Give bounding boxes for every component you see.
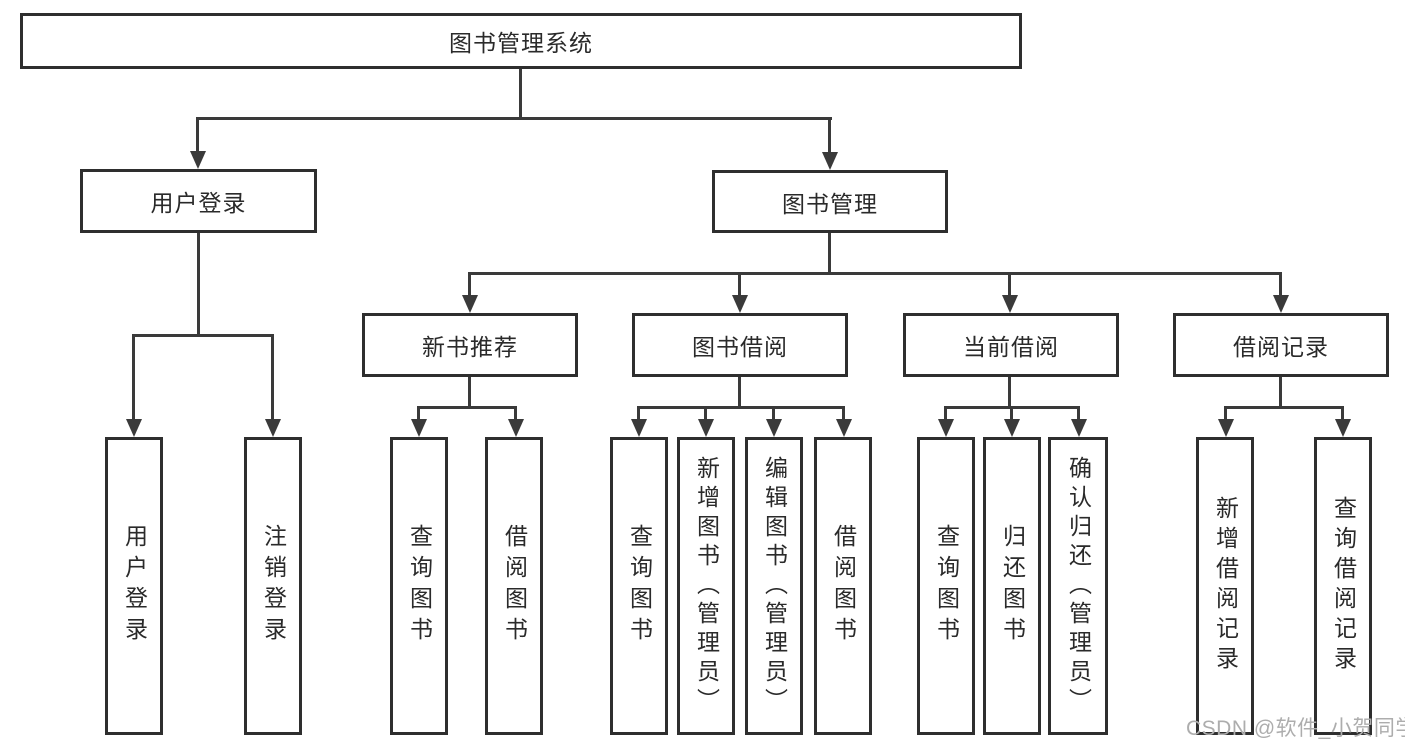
- connector-bb-borrow-stub: [842, 406, 845, 424]
- leaf-newbook-query-books: 查询图书: [390, 437, 448, 735]
- connector-userlogin-stub: [196, 117, 199, 155]
- arrow-down-bb-borrow: [836, 419, 852, 437]
- node-user-login-label: 用户登录: [150, 190, 247, 216]
- node-book-borrowing-label: 图书借阅: [692, 334, 788, 360]
- connector-newbook-hline: [417, 406, 517, 409]
- leaf-borrowing-add-books: 新增图书（管理员）: [677, 437, 735, 735]
- leaf-current-query-books: 查询图书: [917, 437, 975, 735]
- connector-root-vline: [519, 66, 522, 118]
- leaf-user-login-label: 用户登录: [121, 524, 148, 648]
- connector-currentborrow-stub: [1008, 272, 1011, 300]
- arrow-down-currentborrow: [1002, 295, 1018, 313]
- arrow-down-leaf-logout: [265, 419, 281, 437]
- leaf-current-confirm-return-label: 确认归还（管理员）: [1065, 455, 1092, 717]
- node-book-management: 图书管理: [712, 170, 948, 233]
- arrow-down-nb-query: [411, 419, 427, 437]
- node-new-book-recommend-label: 新书推荐: [422, 334, 518, 360]
- leaf-current-query-books-label: 查询图书: [933, 524, 960, 648]
- connector-newbook-stub: [468, 272, 471, 300]
- arrow-down-cb-return: [1004, 419, 1020, 437]
- connector-cb-query-stub: [944, 406, 947, 424]
- leaf-current-return-books-label: 归还图书: [999, 524, 1026, 648]
- connector-nb-query-stub: [417, 406, 420, 424]
- connector-cb-confirm-stub: [1077, 406, 1080, 424]
- connector-userlogin-hline: [132, 334, 274, 337]
- connector-leaf-logout-stub: [271, 334, 274, 422]
- connector-bookborrow-hline: [637, 406, 845, 409]
- connector-bookmgmt-stub: [828, 117, 831, 155]
- arrow-down-userlogin: [190, 151, 206, 169]
- connector-records-stub: [1279, 272, 1282, 300]
- node-root-label: 图书管理系统: [449, 30, 593, 56]
- connector-nb-borrow-stub: [514, 406, 517, 424]
- leaf-current-confirm-return: 确认归还（管理员）: [1048, 437, 1108, 735]
- connector-root-hline: [196, 117, 832, 120]
- connector-bb-add-stub: [704, 406, 707, 424]
- connector-cb-return-stub: [1010, 406, 1013, 424]
- leaf-borrowing-query-books-label: 查询图书: [626, 524, 653, 648]
- leaf-borrowing-add-books-label: 新增图书（管理员）: [693, 455, 720, 717]
- arrow-down-cb-confirm: [1071, 419, 1087, 437]
- node-current-borrowing: 当前借阅: [903, 313, 1119, 377]
- leaf-borrowing-borrow-books: 借阅图书: [814, 437, 872, 735]
- arrow-down-bookmgmt: [822, 152, 838, 170]
- node-current-borrowing-label: 当前借阅: [963, 334, 1059, 360]
- leaf-newbook-borrow-books: 借阅图书: [485, 437, 543, 735]
- connector-bb-edit-stub: [772, 406, 775, 424]
- connector-userlogin-vline: [197, 233, 200, 334]
- leaf-current-return-books: 归还图书: [983, 437, 1041, 735]
- node-new-book-recommend: 新书推荐: [362, 313, 578, 377]
- arrow-down-bb-add: [698, 419, 714, 437]
- arrow-down-nb-borrow: [508, 419, 524, 437]
- connector-bookborrow-vline: [738, 376, 741, 409]
- connector-br-add-stub: [1224, 406, 1227, 424]
- arrow-down-records: [1273, 295, 1289, 313]
- arrow-down-bb-edit: [766, 419, 782, 437]
- arrow-down-newbook: [462, 295, 478, 313]
- connector-br-query-stub: [1341, 406, 1344, 424]
- leaf-logout-login: 注销登录: [244, 437, 302, 735]
- leaf-records-query-record: 查询借阅记录: [1314, 437, 1372, 735]
- leaf-records-query-record-label: 查询借阅记录: [1330, 496, 1357, 676]
- connector-bookborrow-stub: [738, 272, 741, 300]
- arrow-down-leaf-userlogin: [126, 419, 142, 437]
- arrow-down-bookborrow: [732, 295, 748, 313]
- leaf-borrowing-query-books: 查询图书: [610, 437, 668, 735]
- leaf-user-login: 用户登录: [105, 437, 163, 735]
- leaf-borrowing-borrow-books-label: 借阅图书: [830, 524, 857, 648]
- node-book-borrowing: 图书借阅: [632, 313, 848, 377]
- leaf-newbook-borrow-books-label: 借阅图书: [501, 524, 528, 648]
- connector-currentborrow-vline: [1008, 376, 1011, 409]
- leaf-borrowing-edit-books-label: 编辑图书（管理员）: [761, 455, 788, 717]
- connector-newbook-vline: [468, 376, 471, 409]
- node-book-management-label: 图书管理: [782, 190, 878, 217]
- arrow-down-br-add: [1218, 419, 1234, 437]
- leaf-records-add-record-label: 新增借阅记录: [1212, 496, 1239, 676]
- leaf-borrowing-edit-books: 编辑图书（管理员）: [745, 437, 803, 735]
- arrow-down-bb-query: [631, 419, 647, 437]
- arrow-down-br-query: [1335, 419, 1351, 437]
- node-borrowing-records-label: 借阅记录: [1233, 334, 1329, 360]
- csdn-watermark: CSDN @软件_小贺同学: [1186, 717, 1405, 740]
- leaf-newbook-query-books-label: 查询图书: [406, 524, 433, 648]
- connector-records-vline: [1279, 376, 1282, 409]
- connector-bookmgmt-vline: [828, 233, 831, 273]
- leaf-records-add-record: 新增借阅记录: [1196, 437, 1254, 735]
- connector-bb-query-stub: [637, 406, 640, 424]
- connector-records-hline: [1224, 406, 1344, 409]
- connector-leaf-userlogin-stub: [132, 334, 135, 422]
- arrow-down-cb-query: [938, 419, 954, 437]
- node-borrowing-records: 借阅记录: [1173, 313, 1389, 377]
- connector-bookmgmt-hline: [468, 272, 1282, 275]
- node-root: 图书管理系统: [20, 13, 1022, 69]
- node-user-login: 用户登录: [80, 169, 317, 233]
- leaf-logout-login-label: 注销登录: [260, 524, 287, 648]
